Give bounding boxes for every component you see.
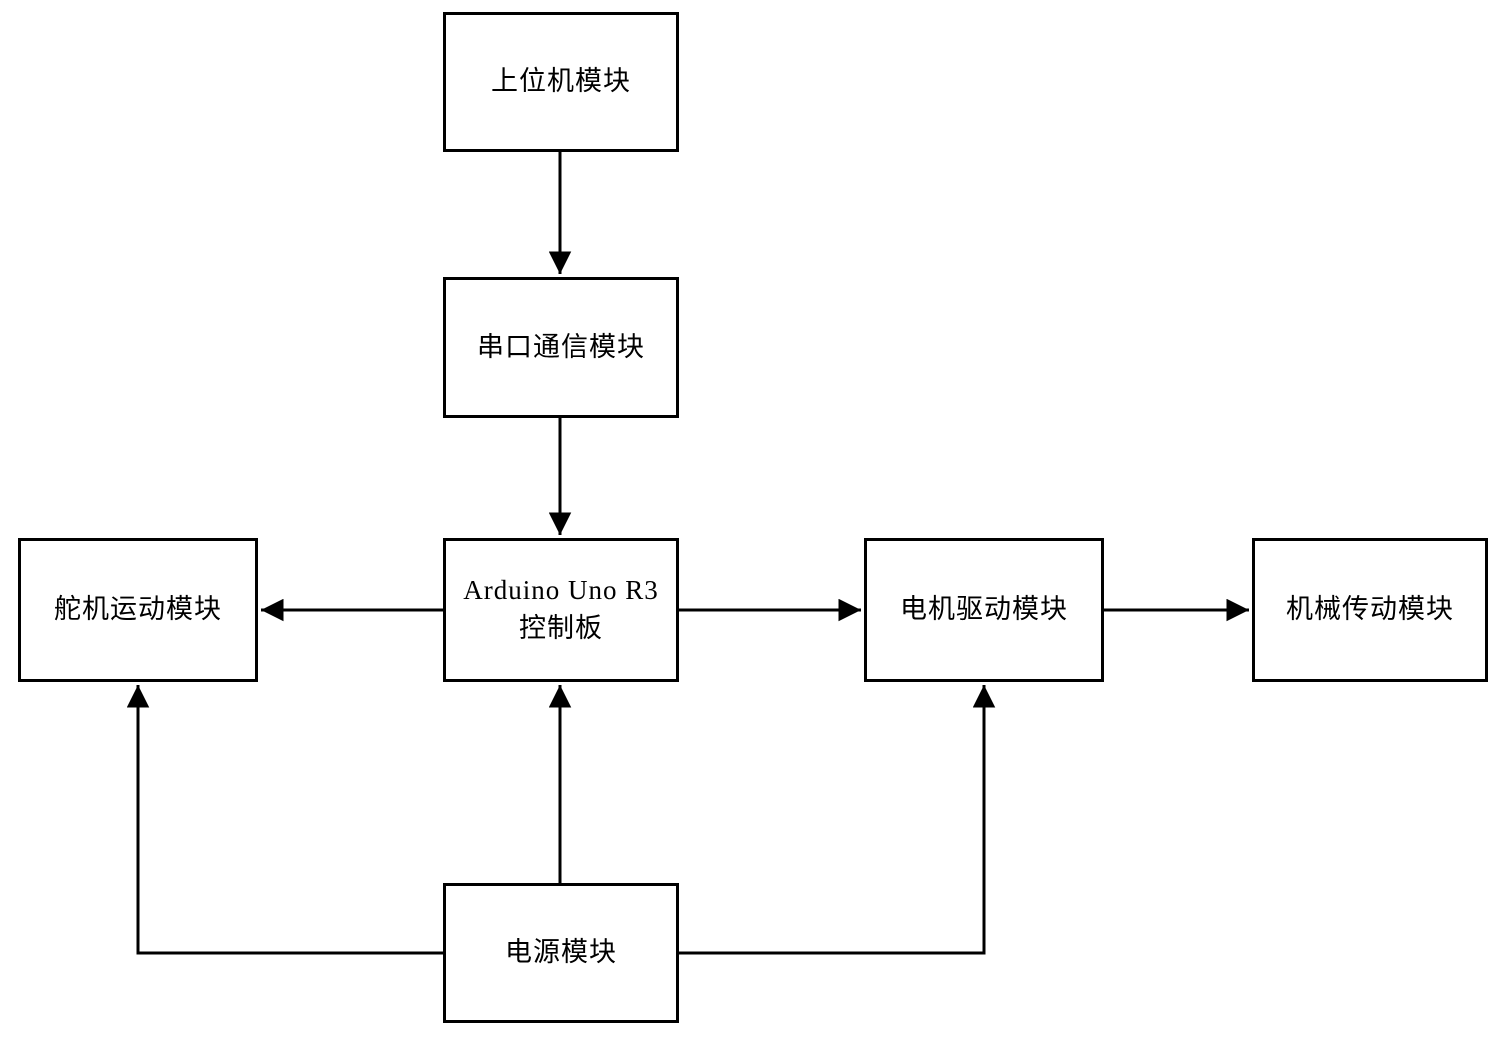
node-mechanical-transmission-module: 机械传动模块 [1252, 538, 1488, 682]
node-arduino-uno-r3-controller: Arduino Uno R3控制板 [443, 538, 679, 682]
node-power-supply-module-label: 电源模块 [505, 937, 617, 968]
edge-power-to-servo [126, 685, 443, 955]
node-motor-drive-module-label: 电机驱动模块 [900, 594, 1068, 625]
node-motor-drive-module: 电机驱动模块 [864, 538, 1104, 682]
node-mechanical-transmission-module-label: 机械传动模块 [1286, 594, 1454, 625]
edge-power-to-motor [679, 685, 996, 955]
node-host-computer-module: 上位机模块 [443, 12, 679, 152]
node-power-supply-module: 电源模块 [443, 883, 679, 1023]
node-servo-motion-module-label: 舵机运动模块 [54, 594, 222, 625]
node-serial-communication-module-label: 串口通信模块 [477, 331, 645, 362]
node-servo-motion-module: 舵机运动模块 [18, 538, 258, 682]
node-serial-communication-module: 串口通信模块 [443, 277, 679, 418]
node-arduino-uno-r3-controller-label: Arduino Uno R3控制板 [463, 575, 659, 643]
node-host-computer-module-label: 上位机模块 [491, 66, 631, 97]
